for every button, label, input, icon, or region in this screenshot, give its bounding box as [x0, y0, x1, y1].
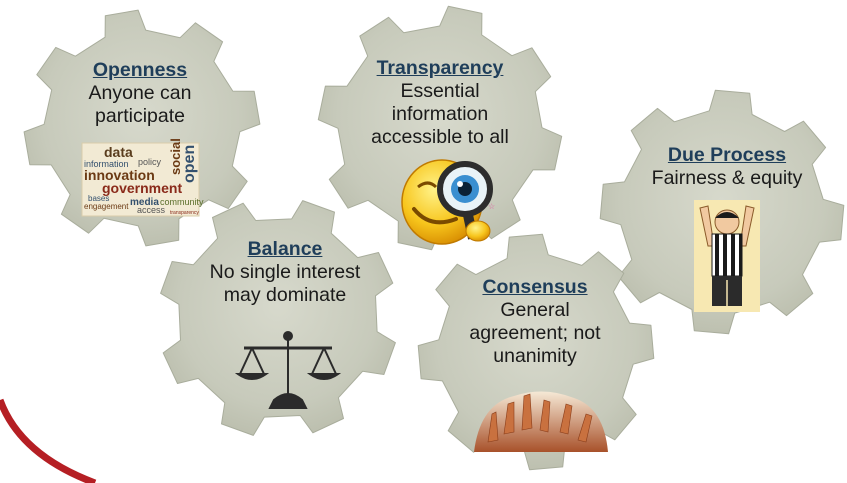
svg-text:social: social: [168, 138, 183, 175]
svg-text:media: media: [130, 197, 159, 208]
gear-title-transparency: Transparency: [376, 57, 504, 79]
svg-text:open: open: [181, 145, 198, 183]
gear-text-openness: Openness Anyone can participate: [55, 59, 225, 128]
svg-text:transparency: transparency: [170, 210, 199, 216]
gear-text-consensus: Consensus General agreement; not unanimi…: [446, 276, 624, 368]
svg-text:data: data: [104, 144, 133, 160]
gear-desc-consensus: General agreement; not unanimity: [469, 299, 601, 367]
gear-title-due-process: Due Process: [667, 144, 787, 166]
svg-text:government: government: [102, 180, 182, 196]
gear-desc-balance: No single interest may dominate: [209, 261, 361, 306]
gear-text-due-process: Due Process Fairness & equity: [627, 144, 827, 190]
svg-text:information: information: [84, 159, 129, 169]
svg-text:innovation: innovation: [84, 167, 155, 183]
magnifier-smiley-icon: ☆: [401, 159, 495, 245]
gear-title-consensus: Consensus: [482, 276, 588, 298]
referee-icon: [694, 200, 760, 312]
gear-desc-due-process: Fairness & equity: [651, 167, 803, 189]
svg-text:policy: policy: [138, 157, 162, 167]
svg-text:engagement: engagement: [84, 202, 129, 211]
svg-text:bases: bases: [88, 194, 109, 203]
accent-arc: [0, 398, 97, 483]
gear-title-openness: Openness: [92, 59, 188, 81]
gear-text-transparency: Transparency Essential information acces…: [350, 57, 530, 149]
svg-text:access: access: [137, 205, 166, 215]
gear-balance: [160, 200, 396, 436]
raised-hands-image: [474, 391, 608, 452]
svg-text:community: community: [160, 197, 204, 207]
gear-consensus: [417, 233, 655, 471]
svg-text:☆: ☆: [488, 202, 495, 211]
gear-transparency: [317, 5, 563, 251]
gear-title-balance: Balance: [247, 238, 323, 260]
gear-desc-openness: Anyone can participate: [88, 82, 192, 127]
gear-desc-transparency: Essential information accessible to all: [371, 80, 509, 148]
scales-icon: [234, 331, 342, 409]
word-cloud-image: data information policy innovation gover…: [81, 138, 204, 217]
gear-text-balance: Balance No single interest may dominate: [185, 238, 385, 307]
